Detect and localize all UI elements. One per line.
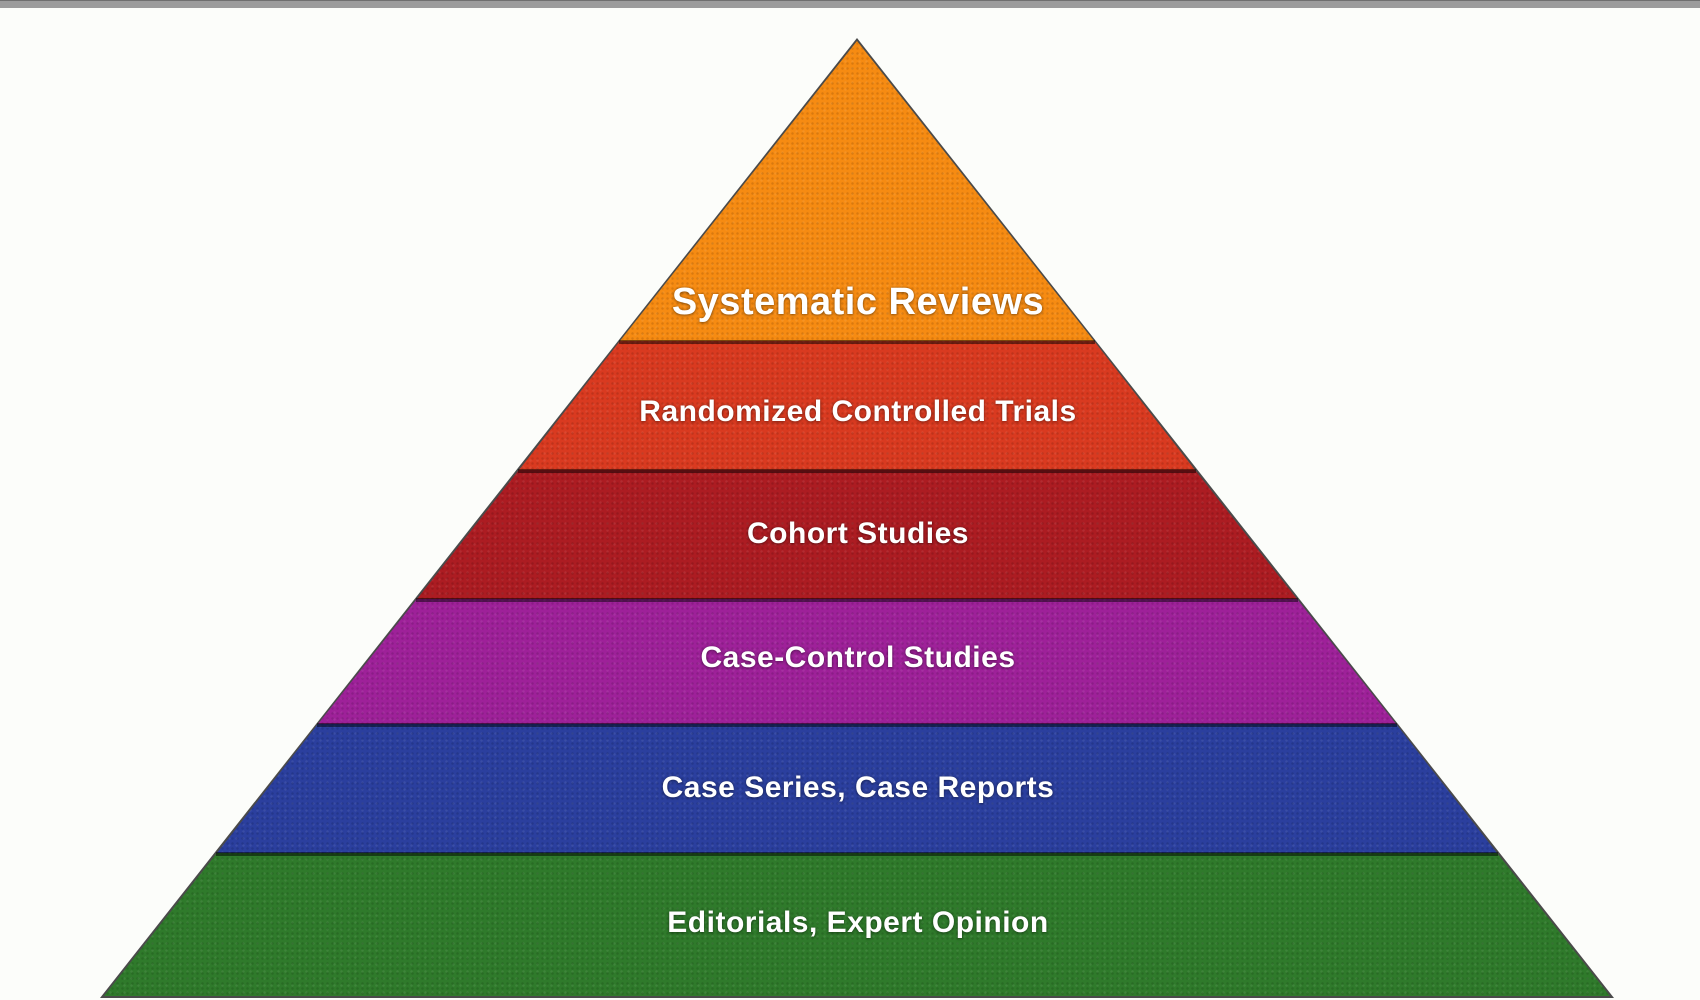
- layer-editorials-expert-opinion: [104, 853, 1610, 996]
- label-case-series-case-reports: Case Series, Case Reports: [661, 771, 1055, 804]
- label-editorials-expert-opinion: Editorials, Expert Opinion: [667, 906, 1049, 939]
- layer-divider-4: [317, 723, 1397, 727]
- layer-case-series-case-reports: [217, 724, 1497, 853]
- layer-divider-5: [216, 852, 1498, 856]
- label-case-control-studies: Case-Control Studies: [700, 641, 1016, 674]
- layer-divider-2: [518, 469, 1196, 473]
- pyramid-base-bar: [0, 0, 1700, 8]
- layer-case-control-studies: [318, 599, 1396, 724]
- label-randomized-controlled-trials: Randomized Controlled Trials: [639, 395, 1077, 428]
- layer-divider-3: [416, 598, 1298, 602]
- layer-divider-1: [619, 340, 1095, 344]
- layer-randomized-controlled-trials: [519, 341, 1195, 470]
- label-cohort-studies: Cohort Studies: [747, 517, 969, 550]
- layer-cohort-studies: [417, 470, 1297, 599]
- label-systematic-reviews: Systematic Reviews: [671, 281, 1045, 323]
